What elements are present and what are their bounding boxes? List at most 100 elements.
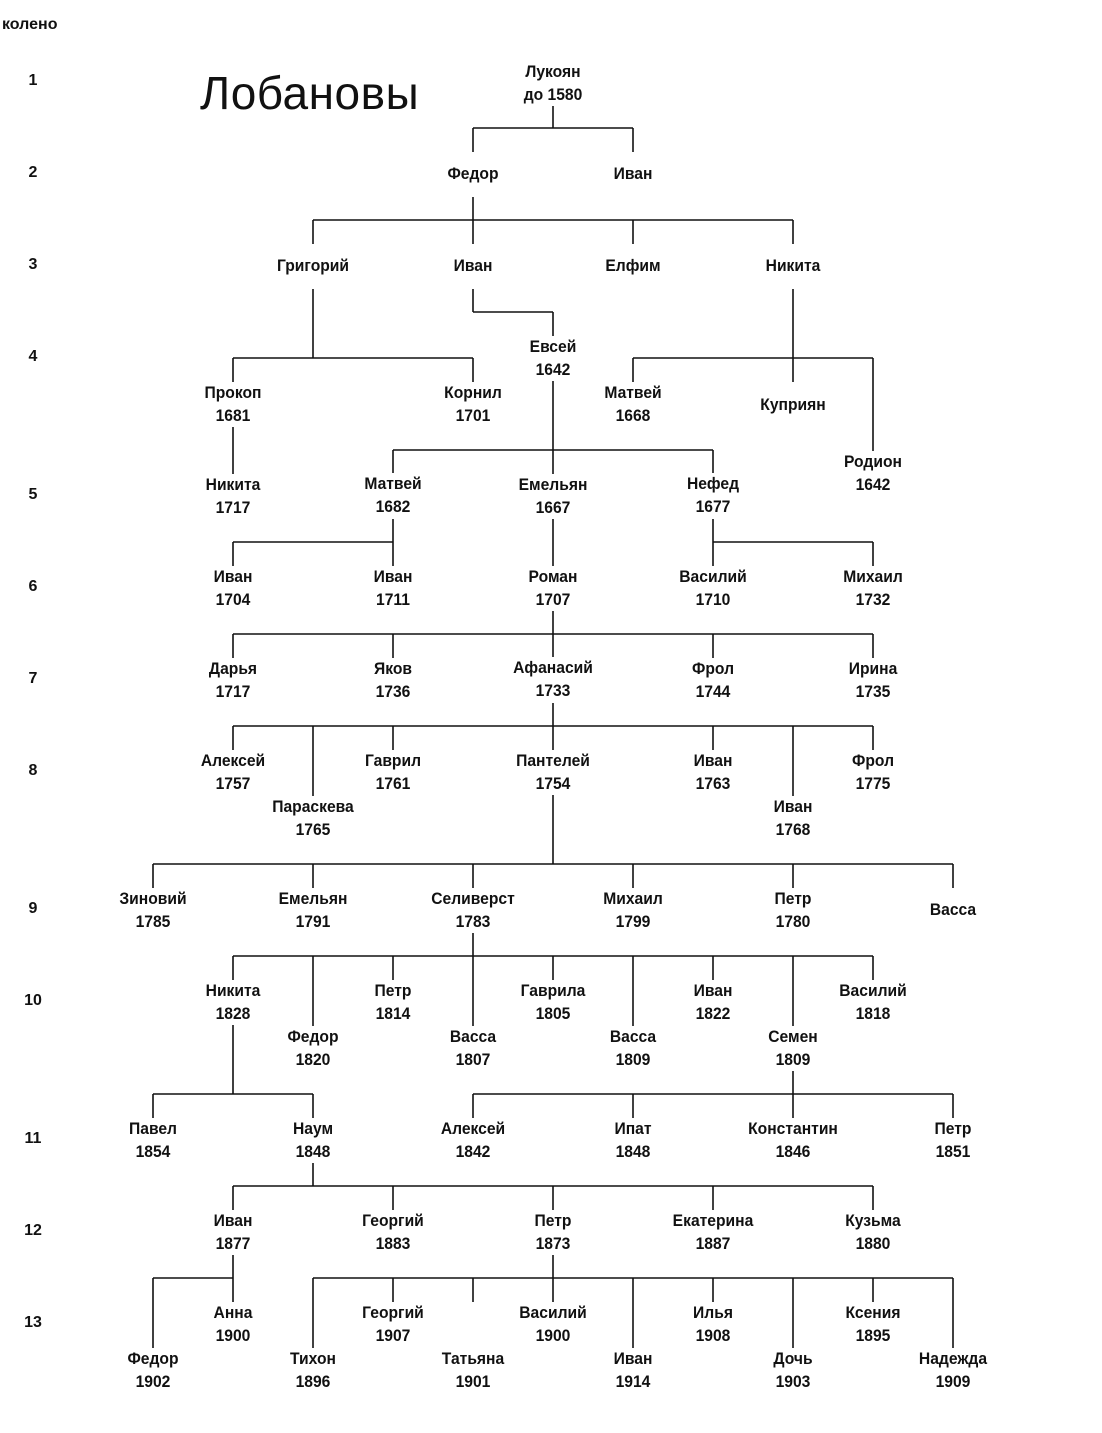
person-year: 1900 — [215, 1325, 251, 1345]
person-year: 1732 — [855, 589, 891, 609]
generation-number: 3 — [28, 256, 38, 273]
person-name: Федор — [287, 1027, 339, 1046]
person-year: 1642 — [855, 474, 891, 494]
person-year: 1805 — [535, 1003, 571, 1023]
person-name: Константин — [748, 1119, 838, 1138]
person-name: Илья — [693, 1303, 733, 1322]
person-year: 1807 — [455, 1049, 491, 1069]
person-name: Лукоян — [525, 62, 581, 81]
person-node: Федор — [413, 163, 533, 186]
person-name: Тихон — [290, 1349, 336, 1368]
person-name: Петр — [774, 889, 812, 908]
person-name: Василий — [519, 1303, 587, 1322]
person-name: Родион — [844, 452, 902, 471]
person-name: Васса — [929, 900, 977, 919]
person-name: Нефед — [686, 474, 740, 493]
generation-number: 8 — [28, 762, 38, 779]
person-name: Екатерина — [672, 1211, 754, 1230]
person-node: Прокоп 1681 — [173, 382, 293, 427]
person-name: Михаил — [843, 567, 903, 586]
generation-number: 7 — [28, 670, 38, 687]
person-name: Георгий — [362, 1211, 424, 1230]
person-name: Васса — [609, 1027, 657, 1046]
person-year: 1909 — [935, 1371, 971, 1391]
person-name: Алексей — [200, 751, 266, 770]
person-name: Семен — [768, 1027, 818, 1046]
person-year: 1907 — [375, 1325, 411, 1345]
person-year: 1896 — [295, 1371, 331, 1391]
person-year: 1735 — [855, 681, 891, 701]
person-year: 1642 — [535, 359, 571, 379]
person-name: Прокоп — [204, 383, 262, 402]
person-year: 1809 — [775, 1049, 811, 1069]
person-year: 1763 — [695, 773, 731, 793]
generation-number: 10 — [24, 992, 42, 1009]
person-year: 1880 — [855, 1233, 891, 1253]
person-year: 1761 — [375, 773, 411, 793]
person-year: 1851 — [935, 1141, 971, 1161]
person-name: Матвей — [604, 383, 662, 402]
person-name: Алексей — [440, 1119, 506, 1138]
person-node: Васса — [893, 899, 1013, 922]
person-year: 1877 — [215, 1233, 251, 1253]
person-year: 1902 — [135, 1371, 171, 1391]
person-name: Ирина — [848, 659, 898, 678]
person-year: 1914 — [615, 1371, 651, 1391]
person-year: 1791 — [295, 911, 331, 931]
generation-column-header: колено — [2, 16, 58, 33]
person-year: 1704 — [215, 589, 251, 609]
person-node: Иван — [573, 163, 693, 186]
person-node: Григорий — [253, 255, 373, 278]
person-name: Фрол — [851, 751, 895, 770]
generation-number: 4 — [28, 348, 38, 365]
person-name: Ипат — [614, 1119, 652, 1138]
person-year: 1681 — [215, 405, 251, 425]
person-year: 1711 — [376, 589, 410, 609]
person-node: Иван 1877 — [173, 1210, 293, 1255]
person-name: Матвей — [364, 474, 422, 493]
family-title: Лобановы — [200, 67, 420, 119]
person-year: 1701 — [455, 405, 491, 425]
person-node: Иван 1711 — [333, 566, 453, 611]
person-node: Гаврила 1805 — [493, 980, 613, 1025]
generation-number: 9 — [28, 900, 38, 917]
person-year: 1733 — [535, 680, 571, 700]
person-name: Иван — [213, 1211, 253, 1230]
generation-number: 1 — [28, 72, 38, 89]
person-name: Емельян — [518, 475, 588, 494]
generation-number: 13 — [24, 1314, 42, 1331]
person-name: Иван — [373, 567, 413, 586]
person-name: Гаврил — [364, 751, 422, 770]
person-name: Дарья — [208, 659, 258, 678]
person-name: Григорий — [276, 256, 350, 275]
person-node: Матвей 1682 — [333, 473, 453, 518]
person-year: 1682 — [375, 496, 411, 516]
person-year: 1783 — [455, 911, 491, 931]
person-name: Гаврила — [520, 981, 586, 1000]
person-year: 1822 — [695, 1003, 731, 1023]
generation-number: 12 — [24, 1222, 42, 1239]
